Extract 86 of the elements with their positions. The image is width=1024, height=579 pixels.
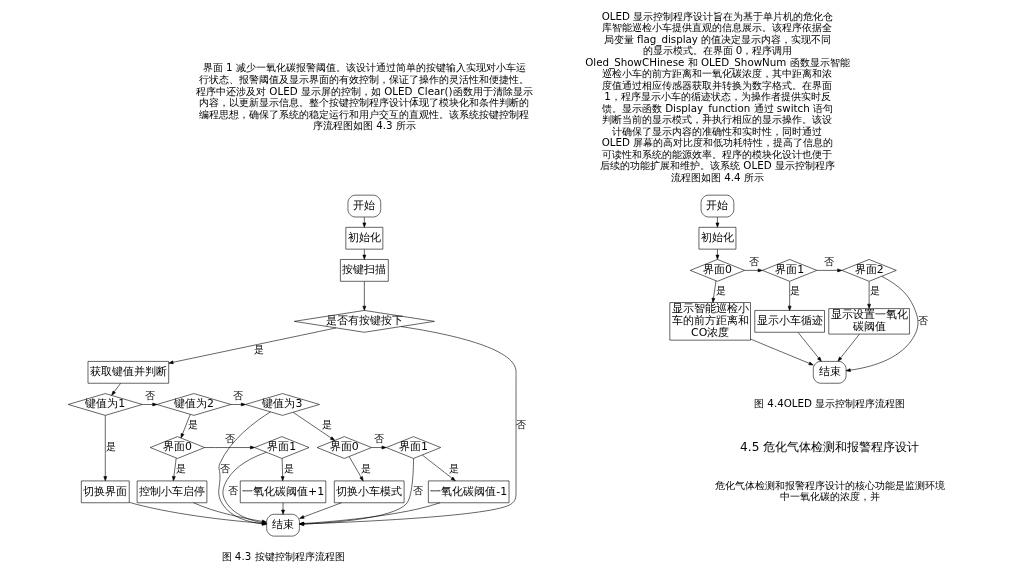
arrow (837, 333, 860, 362)
edge-label: 是 (176, 461, 187, 474)
node-box: 显示智能巡检小车的前方距离和CO浓度 (669, 302, 751, 341)
edge-label: 否 (144, 389, 155, 402)
node-box: 开始 (347, 194, 382, 218)
arrow (867, 281, 871, 309)
label: 4.5 危化气体检测和报警程序设计 (740, 439, 920, 454)
node-diamond: 界面0 (149, 436, 205, 459)
arrow (362, 216, 367, 228)
edge-label: 否 (516, 418, 527, 431)
node-box: 结束 (813, 361, 847, 384)
label: 危化气体检测和报警程序设计的核心功能是监测环境中一氧化碳的浓度，并 (714, 478, 945, 503)
arrow (816, 268, 843, 273)
arrow (422, 454, 456, 482)
node-diamond: 界面1 (385, 436, 441, 459)
arrow (797, 332, 822, 362)
edge-label: 是 (869, 284, 880, 297)
label: 界面 1 减少一氧化碳报警阈值。该设计通过简单的按键输入实现对小车运行状态、报警阈值及显示界面的有效控制，保证了操作的灵活性和便捷性。程序中还涉及对 OLED 显示屏的控制，如 OLED_Clear()函数用于清除显示内容，以更新显示信息。整个按键控制程序设计体现了模块化和条件判断的编程思想，确保了系统的稳定运行和用户交互的直观性。该系统按键控制程序流程图如图 4.3 所示 (196, 61, 533, 132)
arrow (299, 326, 517, 526)
arrow (715, 249, 720, 260)
arrow (362, 281, 367, 311)
node-box: 一氧化碳阈值+1 (239, 480, 327, 504)
node-diamond: 键值为2 (156, 393, 232, 416)
node-diamond: 界面2 (841, 259, 897, 282)
arrow (230, 402, 246, 407)
node-box: 显示小车循迹 (754, 310, 825, 333)
arrow (371, 445, 387, 450)
arrow (711, 280, 717, 303)
arrow (281, 502, 285, 515)
edge-label: 否 (748, 255, 759, 268)
node-box: 控制小车启停 (136, 480, 208, 504)
arrow (103, 415, 108, 482)
arrow (180, 414, 191, 439)
arrow (172, 457, 177, 481)
arrow (348, 456, 364, 482)
label: 图 4.3 按键控制程序流程图 (221, 549, 345, 562)
edge-label: 否 (918, 313, 929, 326)
arrow (845, 276, 919, 372)
edge-label: 是 (105, 440, 116, 453)
edge-label: 是 (321, 418, 332, 431)
node-box: 初始化 (698, 227, 737, 250)
edge-label: 是 (254, 343, 265, 356)
arrow (299, 502, 342, 519)
arrow (204, 445, 255, 450)
edge-label: 是 (188, 418, 199, 431)
node-box: 切换界面 (81, 480, 130, 504)
edge-label: 否 (373, 432, 384, 445)
node-box: 初始化 (345, 227, 384, 250)
label: 图 4.4OLED 显示控制程序流程图 (754, 396, 906, 409)
node-box: 一氧化碳阈值-1 (428, 480, 510, 504)
arrow (111, 383, 121, 396)
node-diamond: 键值为1 (67, 393, 143, 416)
node-box: 结束 (266, 513, 300, 537)
arrow (292, 412, 335, 441)
edge-label: 是 (790, 284, 801, 297)
node-box: 切换小车模式 (334, 480, 405, 504)
arrow (787, 281, 792, 311)
arrow (280, 458, 285, 482)
edge-label: 否 (224, 432, 235, 445)
edge-label: 是 (448, 461, 459, 474)
edge-label: 是 (716, 284, 727, 297)
edge-label: 否 (227, 484, 238, 497)
node-diamond: 界面1 (762, 259, 818, 282)
node-box: 获取键值并判断 (87, 361, 169, 384)
arrow (299, 502, 441, 526)
arrow (299, 458, 414, 526)
node-diamond: 界面1 (254, 436, 310, 459)
node-diamond: 键值为3 (245, 393, 320, 416)
edge-label: 否 (233, 389, 244, 402)
node-box: 按键扫描 (340, 259, 389, 282)
arrow (168, 327, 337, 365)
node-diamond: 界面0 (689, 259, 745, 282)
label: OLED 显示控制程序设计旨在为基于单片机的危化仓库智能巡检小车提供直观的信息展示。该程序依据全局变量 flag_display 的值决定显示内容，实现不同的显示模式。在界面 0，程序调用 Oled_ShowCHinese 和 OLED_ShowNum 函数显示智能巡检小车的前方距离和一氧化碳浓度，其中距离和浓度值通过相应传感器获取并转换为数字格式。在界面 1，程序显示小车的循迹状态，为操作者提供实时反馈。显示函数 Display_function 通过 switch 语句判断当前的显示模式，并执行相应的显示操作。该设计确保了显示内容的准确性和实时性，同时通过 OLED 屏幕的高对比度和低功耗特性，提高了信息的可读性和系统的能源效率。程序的模块化设计也便于后续的功能扩展和维护。该系统 OLED 显示控制程序流程图如图 4.4 所示 (585, 9, 850, 183)
arrow (142, 402, 158, 407)
arrow (750, 338, 814, 366)
edge-label: 否 (220, 461, 231, 474)
arrow (744, 268, 763, 273)
node-diamond: 是否有按键按下 (293, 310, 435, 333)
edge-label: 是 (360, 461, 371, 474)
edge-label: 否 (413, 484, 424, 497)
node-box: 开始 (700, 194, 735, 218)
arrow (362, 249, 367, 260)
node-box: 显示设置一氧化碳阈值 (828, 308, 910, 335)
edge-label: 是 (283, 461, 294, 474)
edge-label: 否 (824, 255, 835, 268)
arrow (715, 216, 720, 228)
